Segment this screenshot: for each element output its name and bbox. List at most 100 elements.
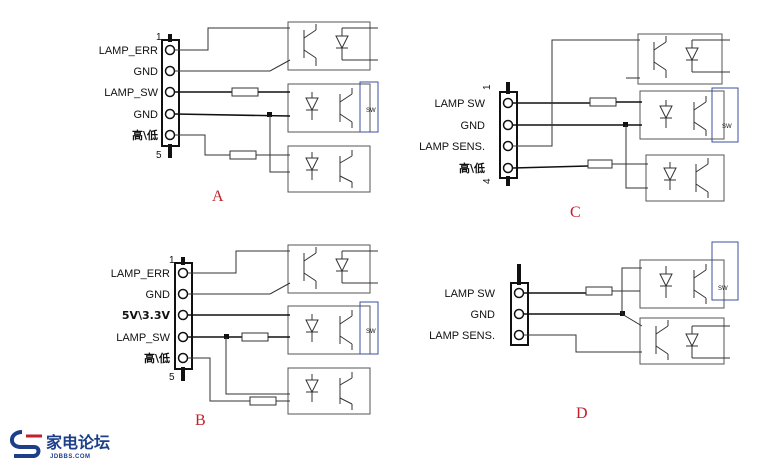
optocoupler-box: [287, 145, 371, 193]
pin-label: LAMP_ERR: [99, 45, 158, 57]
logo-title: 家电论坛: [46, 433, 110, 452]
optocoupler-box: [639, 90, 725, 140]
optocoupler-box: [287, 21, 371, 71]
resistor: [231, 87, 259, 97]
pin-label: GND: [146, 289, 171, 301]
diagram-label: A: [212, 188, 224, 205]
pin-circle: [164, 108, 176, 120]
resistor: [249, 396, 277, 406]
pin-label: GND: [134, 109, 159, 121]
transistor-symbol: [339, 372, 353, 410]
diagram-c: 1 4 LAMP SW GND LAMP SENS. 高\低 SW: [419, 33, 739, 221]
pin-circle: [502, 97, 514, 109]
junction-dot: [267, 112, 272, 117]
pin-label: 高\低: [144, 351, 170, 365]
diode-symbol: [659, 100, 673, 128]
transistor-symbol: [303, 24, 317, 66]
diode-symbol: [335, 28, 349, 60]
logo-subtitle: JDBBS.COM: [50, 454, 91, 460]
pin-label: LAMP SW: [444, 288, 495, 300]
optocoupler-box: [639, 317, 725, 365]
resistor: [587, 159, 613, 169]
sw-switch: [711, 241, 739, 301]
sw-label: SW: [366, 108, 376, 114]
pin-label: LAMP SW: [434, 98, 485, 110]
wire: [524, 334, 642, 353]
sw-switch: [359, 301, 379, 355]
diode-symbol: [305, 314, 319, 342]
wire: [621, 267, 642, 314]
pin-circle: [513, 287, 525, 299]
logo-swirl-icon: [10, 430, 41, 458]
optocoupler-box: [287, 367, 371, 415]
transistor-symbol: [653, 36, 667, 78]
transistor-symbol: [693, 264, 707, 304]
pin-label: LAMP_SW: [104, 87, 158, 99]
connector-b-tab-bottom: [181, 367, 185, 381]
optocoupler-box: [637, 33, 723, 85]
pin-circle: [177, 309, 189, 321]
diode-symbol: [305, 92, 319, 120]
pin-first-label: 1: [482, 84, 493, 90]
diagram-label: D: [576, 405, 588, 422]
wire: [621, 313, 643, 327]
transistor-symbol: [339, 150, 353, 188]
diode-symbol: [663, 162, 677, 190]
pin-label: 5V\3.3V: [122, 309, 171, 322]
junction-dot: [623, 122, 628, 127]
pin-circle: [513, 329, 525, 341]
pin-circle: [164, 65, 176, 77]
diagram-label: B: [195, 412, 206, 429]
junction-dot: [224, 334, 229, 339]
pin-circle: [177, 352, 189, 364]
wire: [269, 116, 290, 173]
wire: [175, 27, 290, 51]
resistor: [585, 286, 613, 296]
wire: [174, 113, 291, 117]
connector-d-tab-top: [517, 264, 521, 285]
diode-symbol: [685, 40, 699, 72]
wire: [342, 27, 378, 61]
pin-label: 高\低: [132, 128, 158, 142]
pin-label: LAMP_ERR: [111, 268, 170, 280]
wire: [625, 125, 648, 189]
pin-circle: [164, 44, 176, 56]
connector-c-tab-bottom: [506, 176, 510, 186]
pin-label: LAMP_SW: [116, 332, 170, 344]
diagram-d: LAMP SW GND LAMP SENS. SW D: [429, 241, 739, 422]
sw-label: SW: [366, 329, 376, 335]
pin-label: GND: [461, 120, 486, 132]
pin-circle: [164, 129, 176, 141]
connector-b-tab-top: [181, 257, 185, 265]
wire: [188, 357, 290, 402]
wire: [512, 165, 589, 169]
wire: [692, 325, 730, 359]
wire: [225, 337, 250, 395]
pin-circle: [502, 162, 514, 174]
pin-first-label: 1: [169, 255, 175, 266]
pin-circle: [177, 288, 189, 300]
pin-circle: [177, 267, 189, 279]
transistor-symbol: [655, 320, 669, 360]
wire: [692, 39, 730, 73]
transistor-symbol: [693, 96, 707, 136]
wire: [342, 250, 378, 284]
sw-switch: [711, 87, 739, 143]
pin-circle: [502, 140, 514, 152]
diagram-b: 1 5 LAMP_ERR GND 5V\3.3V LAMP_SW 高\低 SW: [111, 244, 379, 429]
transistor-symbol: [303, 247, 317, 289]
diode-symbol: [659, 266, 673, 298]
optocoupler-box: [639, 259, 725, 309]
pin-label: 高\低: [459, 161, 485, 175]
sw-label: SW: [722, 124, 732, 130]
wire: [175, 134, 230, 156]
diode-symbol: [305, 374, 319, 402]
pin-last-label: 4: [482, 178, 493, 184]
transistor-symbol: [339, 310, 353, 350]
pin-label: LAMP SENS.: [419, 141, 485, 153]
optocoupler-box: [645, 154, 725, 202]
connector-c-tab-top: [506, 82, 510, 94]
diode-symbol: [335, 251, 349, 283]
wire: [188, 282, 291, 295]
